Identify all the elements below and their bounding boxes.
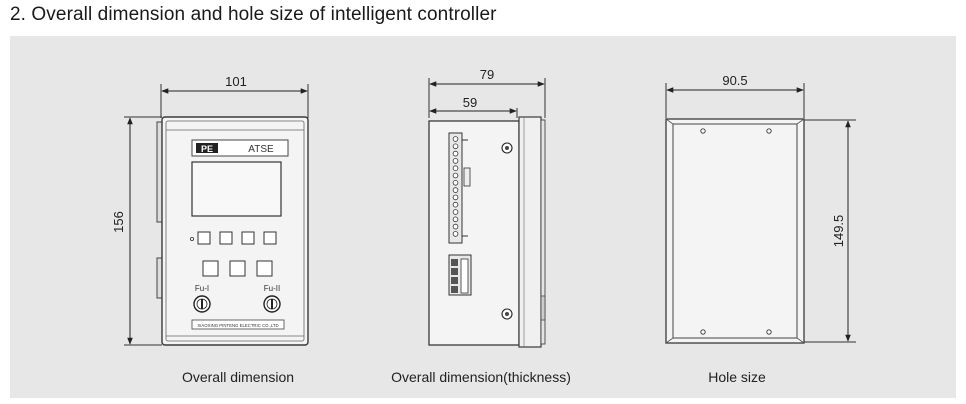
- small-button-3: [241, 231, 255, 245]
- fuse-1-label: Fu-I: [195, 284, 209, 293]
- terminal-pin: [452, 158, 459, 164]
- screw-top-icon: [501, 142, 513, 154]
- mount-hole-icon: [766, 128, 772, 134]
- display-label: ATSE: [248, 144, 274, 155]
- terminal-pins: [452, 136, 459, 237]
- terminal-pin: [452, 187, 459, 193]
- terminal-pin: [452, 136, 459, 142]
- panel-cutout: [665, 118, 805, 344]
- controller-side-body: [428, 120, 520, 346]
- terminal-pin: [452, 201, 459, 208]
- connector-icon: [448, 254, 472, 296]
- terminal-pin: [452, 223, 459, 230]
- large-button-1: [202, 260, 219, 277]
- terminal-pin: [452, 209, 459, 215]
- hole-view-caption: Hole size: [708, 369, 766, 385]
- front-width-label: 101: [225, 74, 247, 89]
- brand-logo: [196, 143, 218, 153]
- page-title: 2. Overall dimension and hole size of in…: [10, 4, 497, 25]
- lcd-display: [191, 161, 282, 217]
- terminal-pin: [452, 216, 459, 223]
- fuse-2-label: Fu-II: [264, 284, 280, 293]
- small-button-2: [219, 231, 233, 245]
- front-view: 101 156 PE ATSE Fu-I Fu-II: [111, 74, 309, 346]
- front-view-caption: Overall dimension: [181, 369, 295, 385]
- small-button-4: [263, 231, 277, 245]
- terminal-pin: [452, 143, 459, 150]
- mount-hole-icon: [766, 329, 772, 335]
- body-depth-label: 59: [463, 95, 477, 110]
- large-button-3: [256, 260, 273, 277]
- side-view-caption: Overall dimension(thickness): [391, 369, 571, 385]
- fuse-2-icon: [263, 295, 281, 313]
- terminal-pin: [452, 150, 459, 157]
- total-depth-label: 79: [480, 67, 494, 82]
- terminal-pin: [452, 194, 459, 201]
- hole-view: 90.5 149.5: [665, 73, 856, 344]
- nameplate-text: XIAOXING PINTENG ELECTRIC CO.,LTD: [197, 323, 278, 328]
- screw-bottom-icon: [501, 308, 513, 320]
- terminal-pin: [452, 172, 459, 179]
- terminal-pin: [452, 180, 459, 186]
- large-button-2: [229, 260, 246, 277]
- fuse-1-icon: [193, 295, 211, 313]
- side-view: 79 59: [428, 67, 546, 348]
- hole-width-label: 90.5: [722, 73, 747, 88]
- front-height-label: 156: [111, 211, 126, 233]
- brand-logo-text: PE: [201, 144, 213, 154]
- mount-hole-icon: [700, 329, 706, 335]
- terminal-pin: [452, 231, 459, 237]
- hole-height-label: 149.5: [831, 215, 846, 248]
- terminal-pin: [452, 165, 459, 172]
- small-button-1: [197, 231, 211, 245]
- mount-hole-icon: [700, 128, 706, 134]
